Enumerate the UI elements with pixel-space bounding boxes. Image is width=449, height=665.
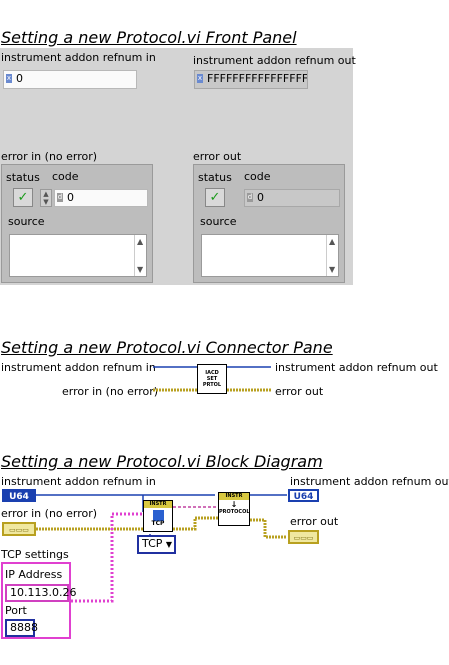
scroll-up-icon[interactable]: ▲ — [329, 237, 336, 246]
chevron-down-icon: ▼ — [165, 540, 173, 549]
bd-refnum-out-label: instrument addon refnum out — [290, 475, 449, 488]
error-in-label: error in (no error) — [1, 150, 98, 163]
protocol-node-header: INSTR — [219, 493, 249, 500]
refnum-out-indicator: x FFFFFFFFFFFFFFFF — [194, 70, 308, 89]
protocol-enum-constant[interactable]: TCP ▼ — [137, 535, 176, 554]
cp-refnum-out-label: instrument addon refnum out — [275, 361, 438, 374]
source-scrollbar[interactable]: ▲ ▼ — [326, 235, 338, 276]
refnum-in-control[interactable]: x 0 — [3, 70, 137, 89]
connector-pane-title: Setting a new Protocol.vi Connector Pane — [1, 338, 333, 357]
connector-pane-wires — [153, 366, 271, 392]
error-out-cluster: status code ✓ d 0 source ▲ ▼ — [193, 164, 345, 283]
status-checkmark-icon[interactable]: ✓ — [13, 188, 33, 207]
ip-address-input[interactable]: 10.113.0.26 — [5, 584, 76, 602]
protocol-node-text: PROTOCOL — [219, 509, 250, 515]
bd-error-out-label: error out — [290, 515, 339, 528]
bd-error-out-terminal[interactable]: ▭▭▭ — [288, 530, 319, 544]
block-diagram-title: Setting a new Protocol.vi Block Diagram — [1, 452, 323, 471]
tcp-settings-cluster[interactable]: IP Address 10.113.0.26 Port 8888 — [1, 562, 76, 639]
cp-refnum-in-label: instrument addon refnum in — [1, 361, 156, 374]
front-panel-title: Setting a new Protocol.vi Front Panel — [1, 28, 297, 47]
code-value: 0 — [67, 191, 74, 204]
status-checkmark-icon: ✓ — [205, 188, 225, 207]
source-textarea[interactable]: ▲ ▼ — [9, 234, 147, 277]
bd-error-in-label: error in (no error) — [1, 507, 98, 520]
scroll-down-icon[interactable]: ▼ — [137, 265, 144, 274]
tcp-node-header: INSTR — [144, 501, 172, 508]
status-label: status — [6, 171, 40, 184]
arrow-down-icon: ↓ — [230, 500, 238, 509]
refnum-in-label: instrument addon refnum in — [1, 51, 156, 64]
ip-address-label: IP Address — [5, 568, 63, 581]
vi-icon-line: IACD — [205, 370, 219, 376]
connector-pane-vi-icon: IACD SET PRTOL — [197, 364, 227, 394]
code-label: code — [244, 170, 271, 183]
radix-indicator-icon: d — [247, 193, 253, 202]
status-label: status — [198, 171, 232, 184]
bd-cluster-wire — [71, 512, 143, 603]
error-out-label: error out — [193, 150, 242, 163]
error-in-cluster: status code ✓ ▲▼ d 0 source ▲ ▼ — [1, 164, 153, 283]
radix-indicator-icon: x — [6, 74, 12, 83]
source-label: source — [8, 215, 45, 228]
source-scrollbar[interactable]: ▲ ▼ — [134, 235, 146, 276]
code-spinner[interactable]: ▲▼ — [40, 189, 52, 207]
protocol-enum-value: TCP — [142, 537, 163, 550]
cp-error-in-label: error in (no error) — [62, 385, 159, 398]
bd-refnum-out-terminal[interactable]: U64 — [288, 489, 319, 502]
tcp-cube-icon — [152, 510, 164, 521]
refnum-out-value: FFFFFFFFFFFFFFFF — [207, 72, 308, 85]
vi-icon-line: PRTOL — [202, 382, 222, 388]
scroll-up-icon[interactable]: ▲ — [137, 237, 144, 246]
bd-error-wire — [36, 516, 287, 539]
front-panel: instrument addon refnum in x 0 instrumen… — [0, 48, 356, 285]
code-label: code — [52, 170, 79, 183]
vi-icon-line: SET — [206, 376, 218, 382]
tcp-subvi-node[interactable]: INSTR TCP — [143, 500, 173, 532]
cp-error-out-label: error out — [275, 385, 324, 398]
tcp-node-text: TCP — [151, 520, 165, 527]
protocol-subvi-node[interactable]: INSTR ↓ PROTOCOL — [218, 492, 250, 526]
refnum-in-value: 0 — [16, 72, 23, 85]
code-input[interactable]: d 0 — [54, 189, 148, 207]
radix-indicator-icon: d — [57, 193, 63, 202]
bd-refnum-in-label: instrument addon refnum in — [1, 475, 156, 488]
block-diagram-wires — [36, 494, 287, 603]
source-label: source — [200, 215, 237, 228]
tcp-settings-label: TCP settings — [1, 548, 69, 561]
refnum-out-label: instrument addon refnum out — [193, 54, 356, 67]
scroll-down-icon[interactable]: ▼ — [329, 265, 336, 274]
port-label: Port — [5, 604, 27, 617]
bd-refnum-in-terminal[interactable]: U64 — [2, 489, 36, 502]
source-textarea[interactable]: ▲ ▼ — [201, 234, 339, 277]
port-input[interactable]: 8888 — [5, 619, 38, 637]
code-indicator: d 0 — [244, 189, 340, 207]
code-value: 0 — [257, 191, 264, 204]
radix-indicator-icon: x — [197, 74, 203, 83]
bd-error-in-terminal[interactable]: ▭▭▭ — [2, 522, 36, 536]
